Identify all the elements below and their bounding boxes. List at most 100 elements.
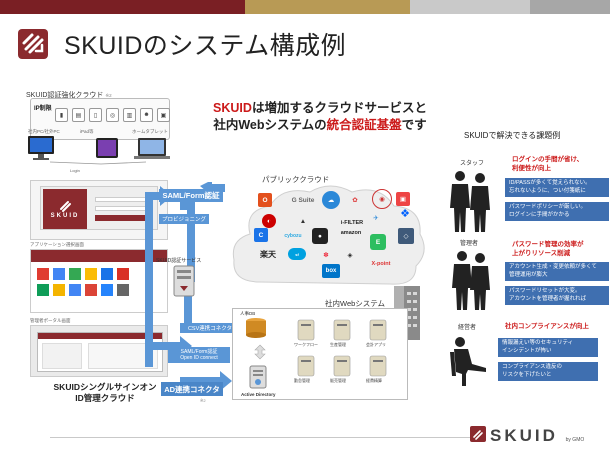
executive-issue-2-line-2: リスクを下げたいと	[502, 372, 594, 380]
ip-restriction-label: IP制限	[34, 106, 52, 112]
server-label-accounting: 会計アプリ	[366, 342, 386, 348]
saml-connector-box: SAML/Form認証	[159, 189, 223, 202]
login-screen-brand: SKUID	[43, 189, 87, 229]
headline: SKUIDは増加するクラウドサービスと 社内Webシステムの統合認証基盤です	[200, 100, 440, 134]
footer-divider	[50, 437, 470, 438]
saml-openid-line-2: Open ID connect	[180, 355, 218, 361]
admin-issue-1: アカウント生成・変更依頼が多くて 管理運用が膨大	[505, 262, 609, 281]
ad-connector-box: AD連携コネクタ	[161, 382, 223, 396]
xpoint-logo: X-point	[368, 259, 394, 269]
ad-footnote: ※2	[200, 398, 206, 403]
skuid-logo-icon	[18, 29, 48, 59]
auth-service-label: SKUID認証サービス	[156, 257, 201, 264]
device-factor-icon: ▮	[55, 108, 68, 122]
server-label-sales: 販売管理	[330, 378, 346, 384]
amazon-logo: amazon	[338, 228, 364, 238]
issues-title: SKUIDで解決できる課題例	[464, 130, 560, 141]
otp-token-icon: ▥	[123, 108, 136, 122]
bird-service-icon: ▲	[296, 214, 310, 228]
plane-service-icon: ✈	[370, 212, 382, 224]
certificate-factor-icon: ▤	[72, 108, 85, 122]
red-app-icon: ▣	[396, 192, 410, 206]
flower-service-icon: ✿	[346, 191, 364, 209]
topbar-segment-darkgray	[530, 0, 610, 14]
admin-issue-1-line-1: アカウント生成・変更依頼が多くて	[509, 264, 605, 272]
staff-silhouette-icon	[448, 168, 492, 234]
ad-server-icon	[248, 364, 268, 390]
staff-issue-2: パスワードポリシーが厳しい。 ログインに手間がかかる	[505, 202, 609, 221]
admin-issue-1-line-2: 管理運用が膨大	[509, 272, 605, 280]
saml-openid-box: SAML/Form認証 Open ID connect	[168, 347, 230, 363]
database-icon	[244, 317, 268, 339]
rakuten-logo: 楽天	[258, 248, 278, 260]
user-id-icon: ☻	[140, 108, 153, 122]
staff-issue-1: ID/PASSが多くて覚えられない。 忘れないように、つい付箋紙に	[505, 178, 609, 197]
login-screen-logo-text: SKUID	[51, 213, 80, 219]
headline-line-2: 社内Webシステムの統合認証基盤です	[200, 117, 440, 134]
server-label-production: 生産管理	[330, 342, 346, 348]
executive-silhouette-icon	[446, 334, 490, 388]
box-logo: box	[322, 264, 340, 278]
topbar-segment-red	[0, 0, 245, 14]
salesforce-icon: sf	[288, 248, 306, 260]
footer-logo-text: SKUID	[490, 426, 558, 445]
dark-app-icon: ◈	[342, 248, 358, 262]
role-label-admin: 管理者	[460, 238, 478, 247]
executive-issue-2: コンプライアンス違反の リスクを下げたいと	[498, 362, 598, 381]
cybozu-logo: cybozu	[280, 229, 306, 243]
red-circle-service-icon: ◐	[262, 214, 276, 228]
cloud-service-icon: ☁	[322, 191, 340, 209]
tablet-icon	[96, 138, 118, 158]
usb-key-icon: ▯	[89, 108, 102, 122]
admin-portal-menu	[42, 343, 82, 369]
headline-line-1-text: は増加するクラウドサービスと	[252, 101, 427, 115]
provisioning-box: プロビジョニング	[159, 214, 209, 224]
executive-benefit-line-1: 社内コンプライアンスが向上	[505, 322, 589, 331]
footer-logo-icon	[470, 426, 486, 442]
active-directory-label: Active Directory	[241, 392, 276, 397]
admin-issue-2: パスワードリセットが大変。 アカウントを管理者が握れれば	[505, 286, 609, 305]
page-title: SKUIDのシステム構成例	[64, 26, 346, 62]
staff-issue-1-line-2: 忘れないように、つい付箋紙に	[509, 188, 605, 196]
top-color-bar	[0, 0, 610, 14]
fingerprint-icon: ◎	[106, 108, 119, 122]
headline-line-1: SKUIDは増加するクラウドサービスと	[200, 100, 440, 117]
staff-issue-1-line-1: ID/PASSが多くて覚えられない。	[509, 180, 605, 188]
staff-benefit-line-2: 利便性が向上	[512, 164, 583, 173]
desktop-pc-icon	[28, 136, 54, 160]
dropbox-icon: ❖	[396, 206, 414, 220]
staff-benefit-line-1: ログインの手間が省け、	[512, 155, 583, 164]
footer-logo: SKUID by GMO	[490, 426, 584, 446]
topbar-segment-gold	[245, 0, 410, 14]
laptop-icon	[134, 138, 170, 159]
admin-issue-2-line-1: パスワードリセットが大変。	[509, 288, 605, 296]
headline-line-2-pre: 社内Webシステムの	[213, 118, 326, 132]
staff-issue-2-line-2: ログインに手間がかかる	[509, 212, 605, 220]
staff-benefit: ログインの手間が省け、 利便性が向上	[512, 155, 583, 173]
footer-logo-by: by GMO	[566, 437, 585, 443]
portal-caption: 管理者ポータル画面	[30, 318, 71, 324]
headline-line-2-post: です	[402, 118, 427, 132]
app-select-caption: アプリケーション選択画面	[30, 242, 84, 248]
executive-issue-1-line-1: 情報漏えい等のセキュリティ	[502, 340, 594, 348]
square-app-icon: ◇	[398, 228, 414, 244]
server-label-expenses: 経費精算	[366, 378, 382, 384]
c-service-icon: C	[254, 228, 268, 242]
headline-brand: SKUID	[213, 101, 252, 115]
lock-icon: ▣	[157, 108, 170, 122]
staff-issue-2-line-1: パスワードポリシーが厳しい。	[509, 204, 605, 212]
executive-issue-1-line-2: インシデントが怖い	[502, 348, 594, 356]
role-label-staff: スタッフ	[460, 158, 484, 167]
headline-emphasis: 統合認証基盤	[327, 118, 402, 132]
server-label-attendance: 勤怠管理	[294, 378, 310, 384]
executive-benefit: 社内コンプライアンスが向上	[505, 322, 589, 331]
admin-issue-2-line-2: アカウントを管理者が握れれば	[509, 296, 605, 304]
admin-silhouette-icon	[450, 248, 490, 312]
login-caption: Login	[70, 168, 80, 173]
topbar-segment-gray	[410, 0, 530, 14]
auth-server-icon	[172, 264, 196, 298]
admin-benefit-line-1: パスワード管理の効率が	[512, 240, 584, 249]
evernote-icon: E	[370, 234, 386, 250]
office-icon: O	[258, 193, 272, 207]
client-devices-illustration	[26, 134, 176, 166]
